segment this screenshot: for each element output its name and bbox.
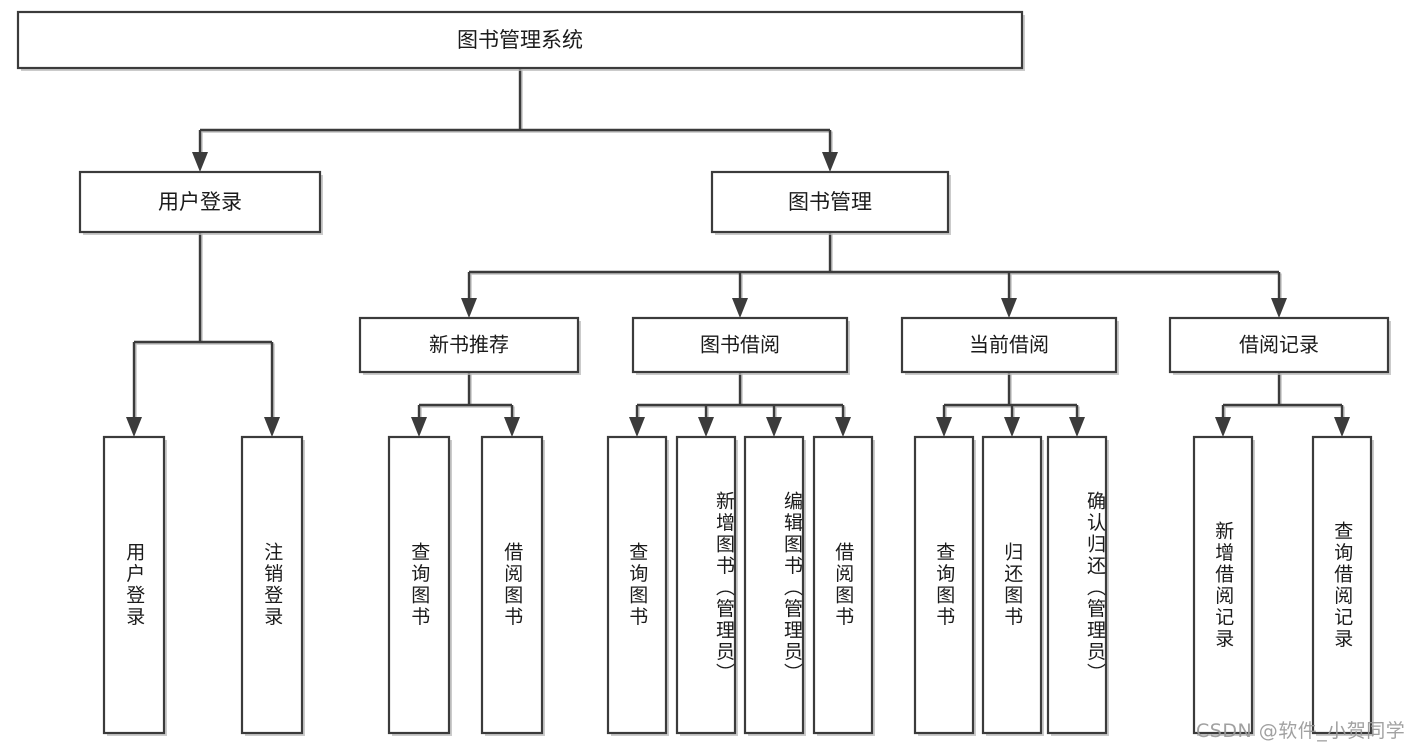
level3-node-3 <box>900 316 1119 375</box>
level2-node-rect[interactable] <box>78 170 322 234</box>
leaf-node-rect[interactable] <box>812 435 874 735</box>
manage-drop-1-head <box>461 298 477 318</box>
level3-node-1 <box>358 316 581 375</box>
group-3-drop-2-head <box>1004 417 1020 437</box>
level3-node-label-4: 借阅记录 <box>1239 333 1319 357</box>
leaf-node-3 <box>387 435 452 736</box>
manage-drop-2-head <box>732 298 748 318</box>
leaf-node-11 <box>1046 435 1109 736</box>
leaf-node-rect[interactable] <box>1046 435 1108 735</box>
leaf-node-rect[interactable] <box>606 435 668 735</box>
group-4-drop-2-head <box>1334 417 1350 437</box>
root-drop-1-head <box>192 152 208 172</box>
leaf-node-2 <box>240 435 305 736</box>
leaf-node-9 <box>913 435 976 736</box>
root-node-1 <box>16 10 1025 71</box>
leaf-node-rect[interactable] <box>743 435 805 735</box>
leaf-node-6 <box>675 435 738 736</box>
leaf-node-8 <box>812 435 875 736</box>
group-2-drop-4-head <box>835 417 851 437</box>
leaf-node-rect[interactable] <box>102 435 166 735</box>
leaf-node-5 <box>606 435 669 736</box>
leaf-node-rect[interactable] <box>1192 435 1254 735</box>
root-node-rect[interactable] <box>16 10 1024 70</box>
leaf-node-rect[interactable] <box>240 435 304 735</box>
level2-node-label-2: 图书管理 <box>788 190 872 214</box>
leaf-node-rect[interactable] <box>387 435 451 735</box>
leaf-node-rect[interactable] <box>913 435 975 735</box>
level3-node-4 <box>1168 316 1391 375</box>
leaf-node-10 <box>981 435 1044 736</box>
level3-node-label-3: 当前借阅 <box>969 333 1049 357</box>
group-4-drop-1-head <box>1215 417 1231 437</box>
group-3-drop-1-head <box>936 417 952 437</box>
group-2-drop-1-head <box>629 417 645 437</box>
root-node-label: 图书管理系统 <box>457 28 583 52</box>
group-1-drop-2-head <box>504 417 520 437</box>
level3-node-rect[interactable] <box>358 316 580 374</box>
leaf-node-7 <box>743 435 806 736</box>
leaf-node-rect[interactable] <box>675 435 737 735</box>
leaf-node-rect[interactable] <box>981 435 1043 735</box>
level2-node-1 <box>78 170 323 235</box>
leaf-node-rect[interactable] <box>1311 435 1373 735</box>
level3-node-rect[interactable] <box>1168 316 1390 374</box>
leaf-node-12 <box>1192 435 1255 736</box>
level3-node-rect[interactable] <box>900 316 1118 374</box>
manage-drop-4-head <box>1271 298 1287 318</box>
leaf-node-rect[interactable] <box>480 435 544 735</box>
login-drop-1-head <box>126 417 142 437</box>
level2-node-rect[interactable] <box>710 170 950 234</box>
csdn-watermark: CSDN @软件_小贺同学 <box>1196 720 1405 742</box>
level3-node-label-1: 新书推荐 <box>429 333 509 357</box>
level3-node-label-2: 图书借阅 <box>700 333 780 357</box>
root-drop-2-head <box>822 152 838 172</box>
level3-node-rect[interactable] <box>631 316 849 374</box>
level2-node-label-1: 用户登录 <box>158 190 242 214</box>
leaf-node-1 <box>102 435 167 736</box>
group-2-drop-2-head <box>698 417 714 437</box>
level2-node-2 <box>710 170 951 235</box>
leaf-node-13 <box>1311 435 1374 736</box>
group-2-drop-3-head <box>766 417 782 437</box>
group-1-drop-1-head <box>411 417 427 437</box>
login-drop-2-head <box>264 417 280 437</box>
group-3-drop-3-head <box>1069 417 1085 437</box>
level3-node-2 <box>631 316 850 375</box>
leaf-node-4 <box>480 435 545 736</box>
manage-drop-3-head <box>1001 298 1017 318</box>
